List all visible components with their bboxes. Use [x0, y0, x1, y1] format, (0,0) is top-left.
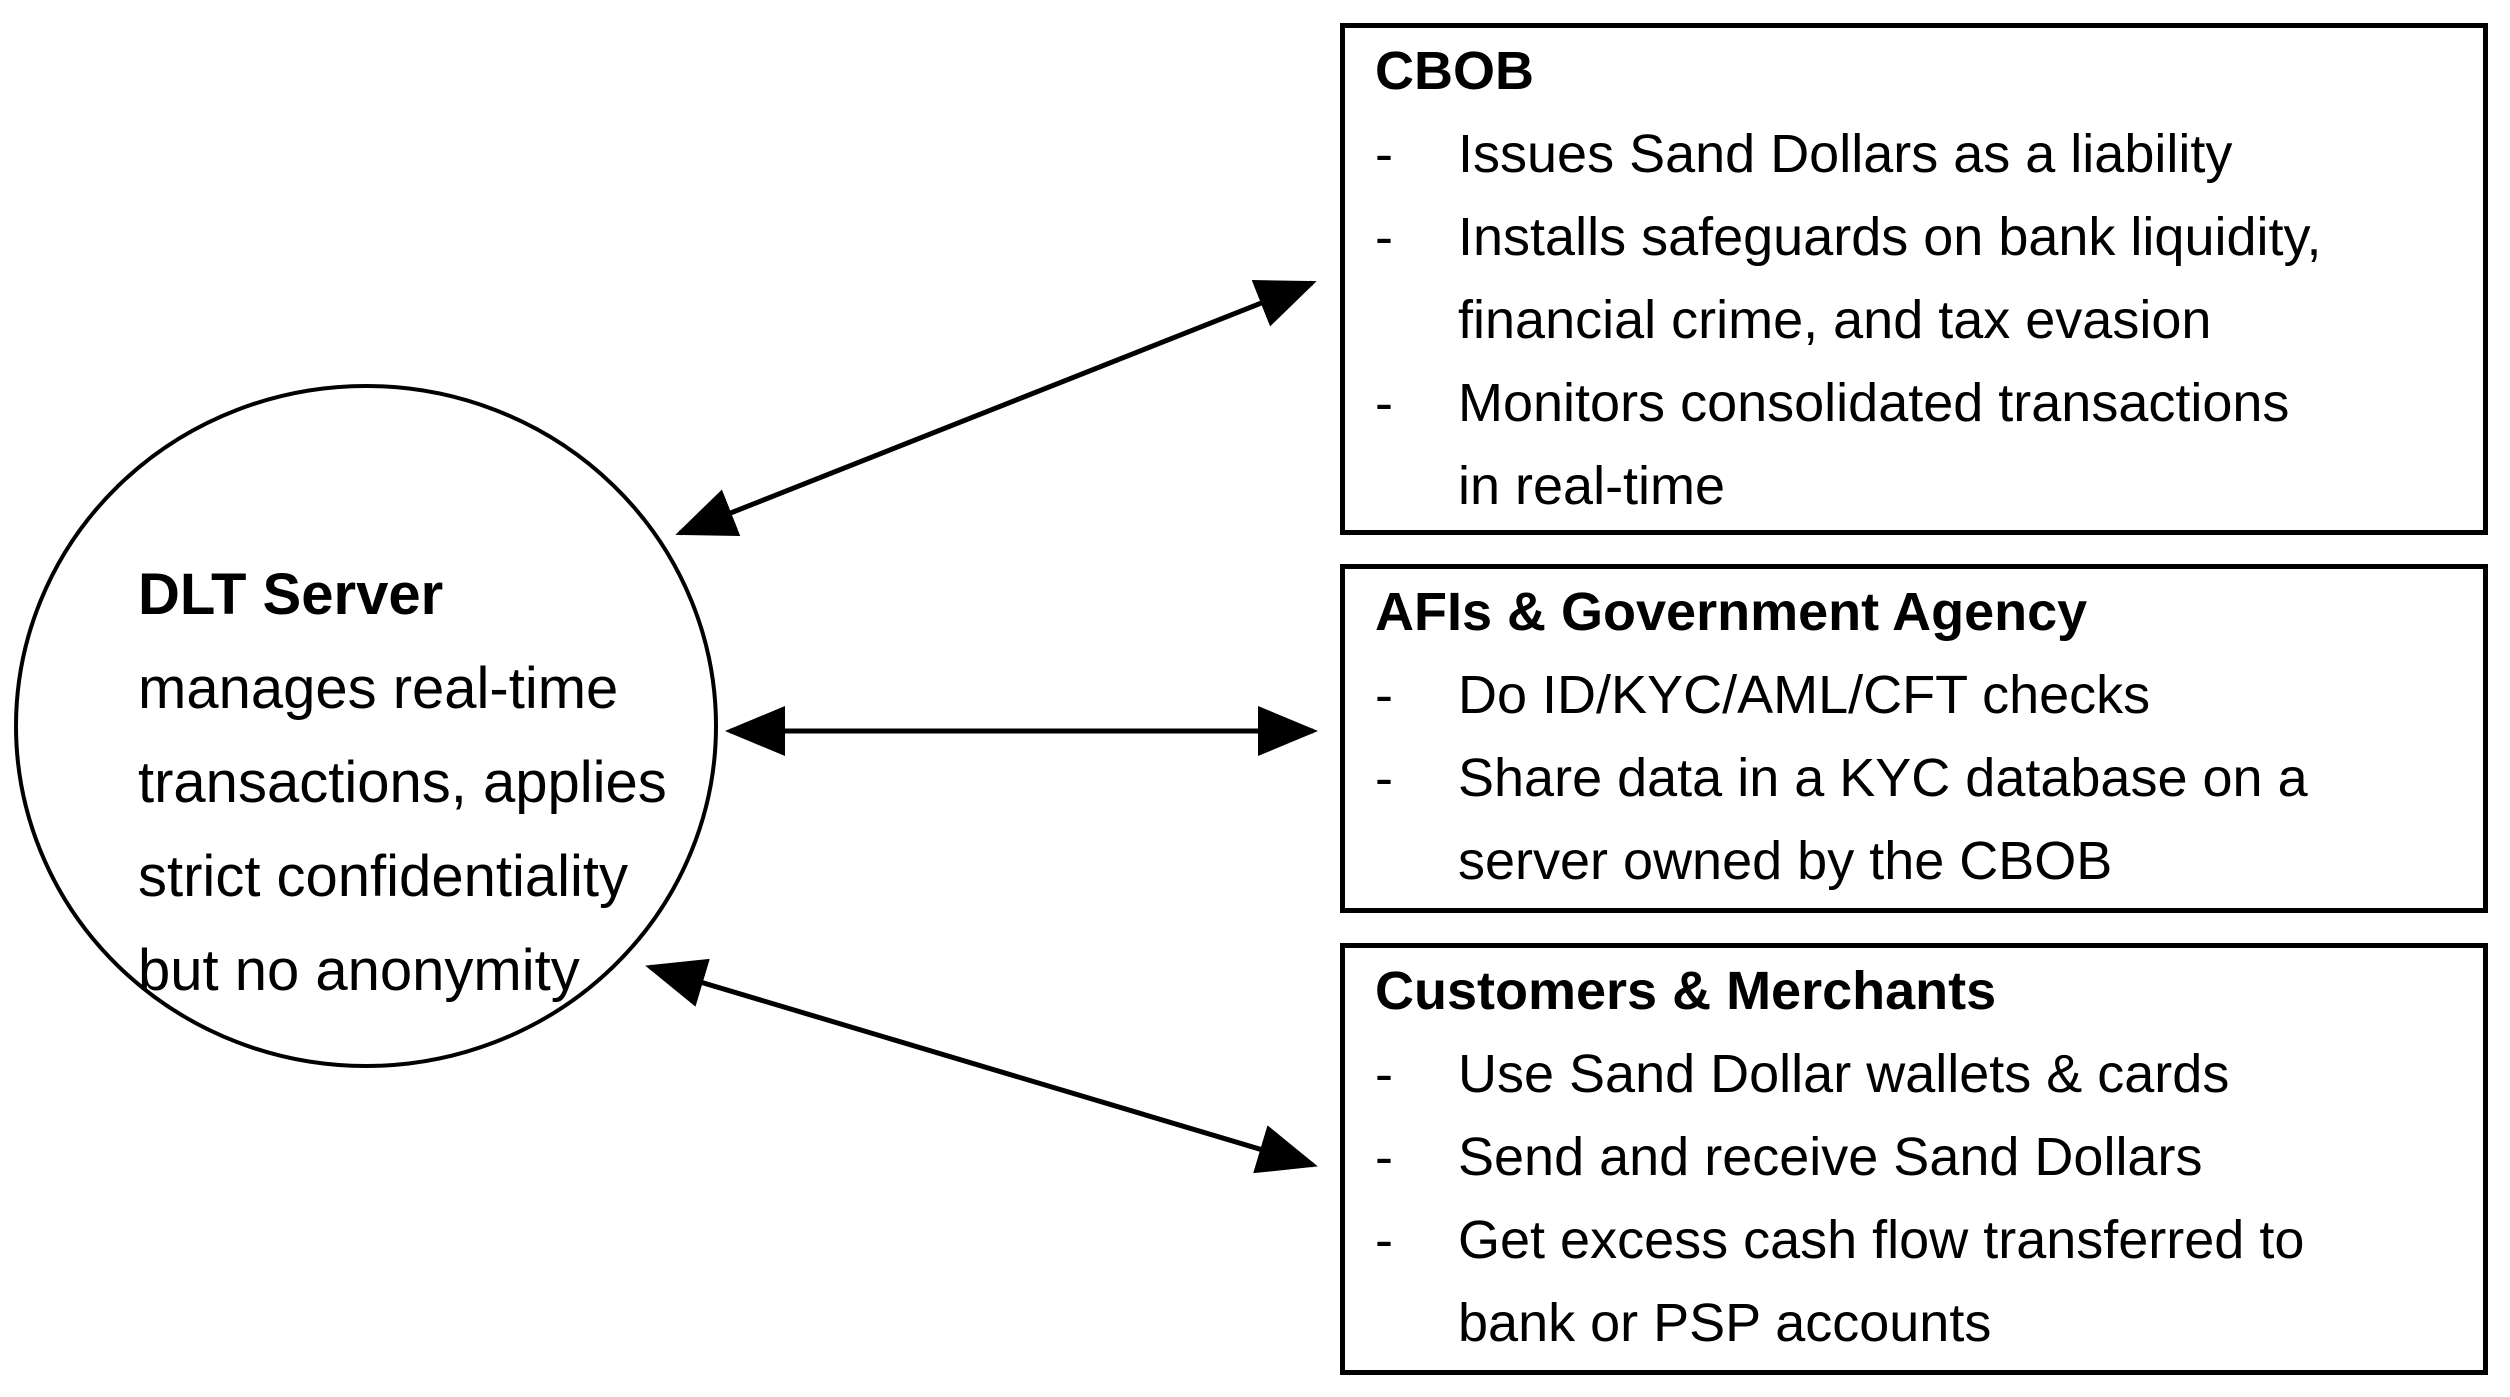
list-item: - Installs safeguards on bank liquidity,… — [1375, 196, 2483, 362]
box-customers-title: Customers & Merchants — [1375, 961, 1997, 1021]
dlt-server-circle — [14, 384, 718, 1068]
list-item: - Share data in a KYC database on a serv… — [1375, 737, 2483, 903]
box-customers-merchants: Customers & Merchants - Use Sand Dollar … — [1340, 943, 2488, 1375]
box-cbob: CBOB - Issues Sand Dollars as a liabilit… — [1340, 23, 2488, 535]
list-item: - Issues Sand Dollars as a liability — [1375, 113, 2483, 196]
bullet-text: Installs safeguards on bank liquidity, f… — [1458, 207, 2322, 350]
bullet-dash: - — [1375, 748, 1393, 808]
bullet-text: Monitors consolidated transactions in re… — [1458, 373, 2290, 516]
bullet-text: Get excess cash flow transferred to bank… — [1458, 1210, 2305, 1353]
bullet-dash: - — [1375, 373, 1393, 433]
dlt-server-title: DLT Server — [138, 562, 444, 627]
list-item: - Use Sand Dollar wallets & cards — [1375, 1033, 2483, 1116]
bullet-text: Issues Sand Dollars as a liability — [1458, 124, 2233, 184]
box-afis-government-agency: AFIs & Government Agency - Do ID/KYC/AML… — [1340, 564, 2488, 913]
arrow-dlt-cbob — [675, 279, 1317, 537]
bullet-text: Send and receive Sand Dollars — [1458, 1127, 2203, 1187]
dlt-server-description: manages real-time transactions, applies … — [138, 656, 667, 1003]
box-afis-title: AFIs & Government Agency — [1375, 582, 2088, 642]
list-item: - Send and receive Sand Dollars — [1375, 1116, 2483, 1199]
list-item: - Monitors consolidated transactions in … — [1375, 362, 2483, 528]
bullet-dash: - — [1375, 1127, 1393, 1187]
box-cbob-title: CBOB — [1375, 41, 1534, 101]
bullet-text: Share data in a KYC database on a server… — [1458, 748, 2308, 891]
list-item: - Get excess cash flow transferred to ba… — [1375, 1199, 2483, 1365]
bullet-text: Do ID/KYC/AML/CFT checks — [1458, 665, 2151, 725]
bullet-text: Use Sand Dollar wallets & cards — [1458, 1044, 2230, 1104]
bullet-dash: - — [1375, 665, 1393, 725]
bullet-dash: - — [1375, 207, 1393, 267]
dlt-server-label: DLT Server manages real-time transaction… — [138, 548, 700, 1018]
list-item: - Do ID/KYC/AML/CFT checks — [1375, 654, 2483, 737]
arrow-dlt-customers — [645, 958, 1318, 1174]
bullet-dash: - — [1375, 124, 1393, 184]
bullet-dash: - — [1375, 1044, 1393, 1104]
bullet-dash: - — [1375, 1210, 1393, 1270]
